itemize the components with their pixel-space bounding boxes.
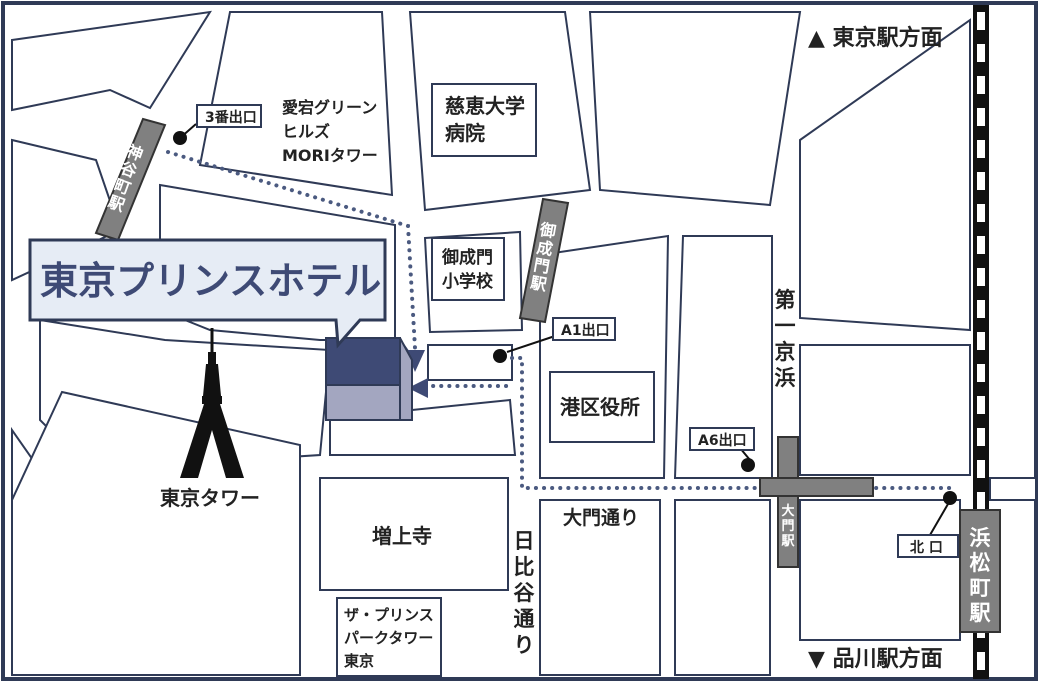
north-exit-dot [943,491,957,505]
park-tower-line3: 東京 [344,652,374,670]
daimon-dori-label: 大門通り [563,506,639,529]
exit3-label: 3番出口 [205,109,257,126]
exit3-box [196,104,262,128]
daimon-station-label: 大門駅 [780,503,795,549]
school-label-line1: 御成門 [441,247,493,268]
park-tower-line1: ザ・プリンス [344,606,434,624]
jikei-hospital-box [431,83,537,157]
hibiya-dori-label: 日比谷通り [514,529,536,657]
kamiyacho-station-label: 神谷町駅 [105,141,147,216]
atago-label-line2: ヒルズ [282,122,330,141]
route-arrow-left [408,378,428,398]
direction-south-label: ▼ 品川駅方面 [808,646,943,672]
ward-office-label: 港区役所 [560,395,640,419]
exit-markers [173,123,957,536]
city-blocks [11,10,1037,676]
prince-park-tower-box [336,597,442,677]
jikei-label-line1: 慈恵大学 [445,94,525,118]
exitA1-label: A1出口 [561,322,610,339]
zojoji-label: 増上寺 [372,524,432,548]
station-onarimon[interactable] [518,197,570,324]
daiichi-keihin-label: 第一京浜 [775,288,796,390]
atago-label-line1: 愛宕グリーン [282,98,377,117]
exitA1-box [552,317,616,341]
walking-route [166,150,952,490]
direction-north-label: ▲ 東京駅方面 [808,25,943,51]
atago-label-line3: MORIタワー [282,146,378,165]
tokyo-prince-hotel-building[interactable] [325,337,413,421]
north-exit-label: 北 口 [910,540,943,556]
north-exit-box [897,534,959,558]
exitA6-dot [741,458,755,472]
jikei-label-line2: 病院 [445,121,485,145]
park-tower-line2: パークタワー [344,629,433,647]
station-daimon[interactable] [759,436,874,568]
hamamatsucho-station-label: 浜松町駅 [970,526,992,625]
onarimon-school-box [431,237,505,301]
tokyo-tower-icon [180,328,244,478]
station-hamamatsucho[interactable] [959,509,1001,633]
onarimon-station-label: 御成門駅 [528,220,558,295]
exitA6-label: A6出口 [698,432,747,449]
hotel-callout-title[interactable]: 東京プリンスホテル [40,259,381,303]
ward-office-box [549,371,655,443]
exitA1-dot [493,349,507,363]
hotel-callout [28,238,387,349]
tokyo-tower-label: 東京タワー [160,486,260,510]
school-label-line2: 小学校 [442,271,494,292]
exitA6-box [689,427,755,451]
